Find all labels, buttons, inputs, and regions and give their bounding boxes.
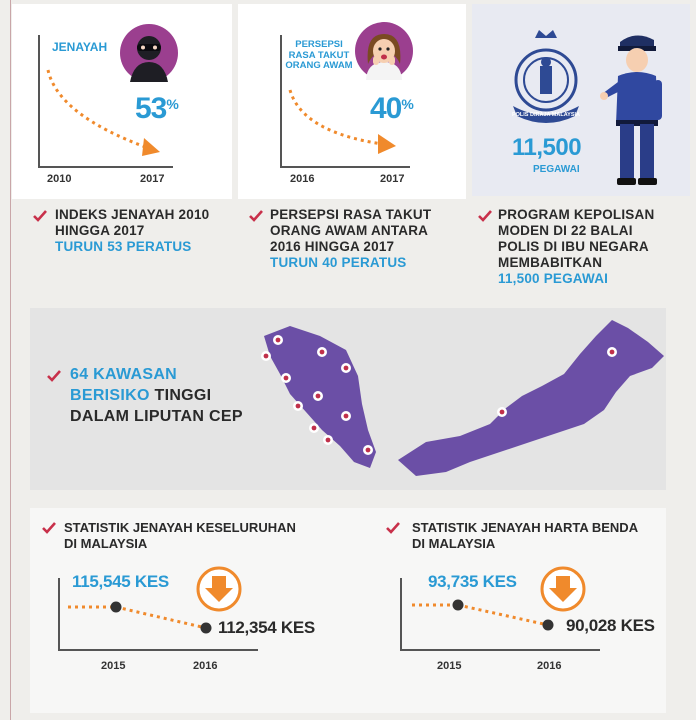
item-line: POLIS DI IBU NEGARA — [498, 239, 649, 254]
location-pin-icon — [341, 411, 351, 421]
jenayah-label: JENAYAH — [52, 40, 108, 54]
persepsi-year-start: 2016 — [290, 173, 315, 185]
map-caption-line: DALAM LIPUTAN CEP — [70, 406, 243, 427]
item-police-text: PROGRAM KEPOLISAN MODEN DI 22 BALAI POLI… — [498, 207, 688, 287]
jenayah-year-end: 2017 — [140, 173, 165, 185]
stat-title-line: STATISTIK JENAYAH KESELURUHAN — [64, 520, 296, 535]
item-jenayah-text: INDEKS JENAYAH 2010 HINGGA 2017 TURUN 53… — [55, 207, 235, 255]
map-caption-line: 64 KAWASAN — [70, 364, 243, 385]
persepsi-label-line: RASA TAKUT — [288, 49, 350, 61]
item-line: INDEKS JENAYAH 2010 — [55, 207, 210, 222]
check-icon — [47, 370, 61, 382]
stat1-year-2016: 2016 — [193, 660, 218, 672]
item-line: MEMBABITKAN — [498, 255, 603, 270]
check-icon — [386, 522, 400, 534]
item-persepsi-text: PERSEPSI RASA TAKUT ORANG AWAM ANTARA 20… — [270, 207, 460, 271]
location-pin-icon — [497, 407, 507, 417]
persepsi-label-line: PERSEPSI — [295, 39, 343, 50]
stat1-point-2015 — [110, 601, 122, 613]
stat1-trend — [68, 601, 212, 634]
check-icon — [42, 522, 56, 534]
stat1-value-2015: 115,545 KES — [72, 572, 169, 591]
item-highlight: TURUN 40 PERATUS — [270, 255, 407, 270]
item-line: PERSEPSI RASA TAKUT — [270, 207, 432, 222]
location-pin-icon — [261, 351, 271, 361]
stat2-value-2016: 90,028 KES — [566, 616, 655, 635]
check-icon — [33, 210, 47, 222]
location-pin-icon — [309, 423, 319, 433]
check-icon — [478, 210, 492, 222]
persepsi-label-line: ORANG AWAM — [285, 60, 353, 71]
location-pin-icon — [607, 347, 617, 357]
stat1-y-axis — [58, 578, 60, 650]
criminal-avatar-icon — [120, 24, 178, 82]
police-officer-icon — [600, 35, 662, 185]
location-pin-icon — [317, 347, 327, 357]
persepsi-trend — [288, 89, 396, 154]
check-icon — [249, 210, 263, 222]
police-emblem-icon — [513, 30, 579, 123]
stat-title-line: DI MALAYSIA — [64, 536, 148, 551]
item-line: HINGGA 2017 — [55, 223, 145, 238]
stat2-y-axis — [400, 578, 402, 650]
stat2-point-2015 — [452, 599, 464, 611]
item-line: PROGRAM KEPOLISAN — [498, 207, 655, 222]
stat1-value-2016: 112,354 KES — [218, 618, 315, 637]
item-line: MODEN DI 22 BALAI — [498, 223, 633, 238]
police-emblem-text: POLIS DIRAJA MALAYSIA — [511, 112, 581, 118]
item-highlight: TURUN 53 PERATUS — [55, 239, 192, 254]
location-pin-icon — [293, 401, 303, 411]
persepsi-year-end: 2017 — [380, 173, 405, 185]
police-unit: PEGAWAI — [533, 164, 580, 175]
east-malaysia-shape — [398, 320, 664, 476]
stat-title-line: STATISTIK JENAYAH HARTA BENDA — [412, 520, 639, 535]
persepsi-x-axis — [280, 166, 410, 168]
map-caption-dark: TINGGI — [149, 387, 212, 404]
item-line: ORANG AWAM ANTARA — [270, 223, 429, 238]
map-caption-blue: BERISIKO — [70, 387, 150, 404]
map-caption-dark: DALAM LIPUTAN CEP — [70, 408, 243, 425]
persepsi-percent: 40% — [370, 92, 414, 125]
stat1-point-2016 — [200, 622, 212, 634]
map-caption-line: BERISIKO TINGGI — [70, 385, 243, 406]
item-line: 2016 HINGGA 2017 — [270, 239, 395, 254]
jenayah-trend — [46, 69, 160, 156]
frame-left-line — [10, 0, 11, 720]
stat-title-line: DI MALAYSIA — [412, 536, 496, 551]
jenayah-percent: 53% — [135, 92, 179, 125]
stat1-year-2015: 2015 — [101, 660, 126, 672]
down-arrow-icon — [540, 566, 586, 612]
stat2-title: STATISTIK JENAYAH HARTA BENDA DI MALAYSI… — [412, 520, 682, 552]
stat2-trend — [412, 599, 554, 631]
stat2-x-axis — [400, 649, 600, 651]
malaysia-map — [261, 320, 664, 476]
police-count: 11,500 — [512, 134, 582, 161]
jenayah-x-axis — [38, 166, 173, 168]
location-pin-icon — [363, 445, 373, 455]
stat2-point-2016 — [542, 619, 554, 631]
persepsi-y-axis — [280, 35, 282, 167]
down-arrow-icon — [196, 566, 242, 612]
location-pin-icon — [341, 363, 351, 373]
stat2-year-2016: 2016 — [537, 660, 562, 672]
persepsi-label: PERSEPSI RASA TAKUT ORANG AWAM — [284, 39, 354, 72]
jenayah-y-axis — [38, 35, 40, 167]
location-pin-icon — [313, 391, 323, 401]
stat1-x-axis — [58, 649, 258, 651]
stat2-year-2015: 2015 — [437, 660, 462, 672]
location-pin-icon — [281, 373, 291, 383]
item-highlight: 11,500 PEGAWAI — [498, 271, 609, 286]
jenayah-year-start: 2010 — [47, 173, 72, 185]
stat1-title: STATISTIK JENAYAH KESELURUHAN DI MALAYSI… — [64, 520, 354, 552]
location-pin-icon — [323, 435, 333, 445]
scared-woman-avatar-icon — [355, 22, 413, 80]
map-caption: 64 KAWASAN BERISIKO TINGGI DALAM LIPUTAN… — [70, 364, 243, 427]
stat2-value-2015: 93,735 KES — [428, 572, 517, 591]
map-caption-blue: 64 KAWASAN — [70, 366, 178, 383]
location-pin-icon — [273, 335, 283, 345]
